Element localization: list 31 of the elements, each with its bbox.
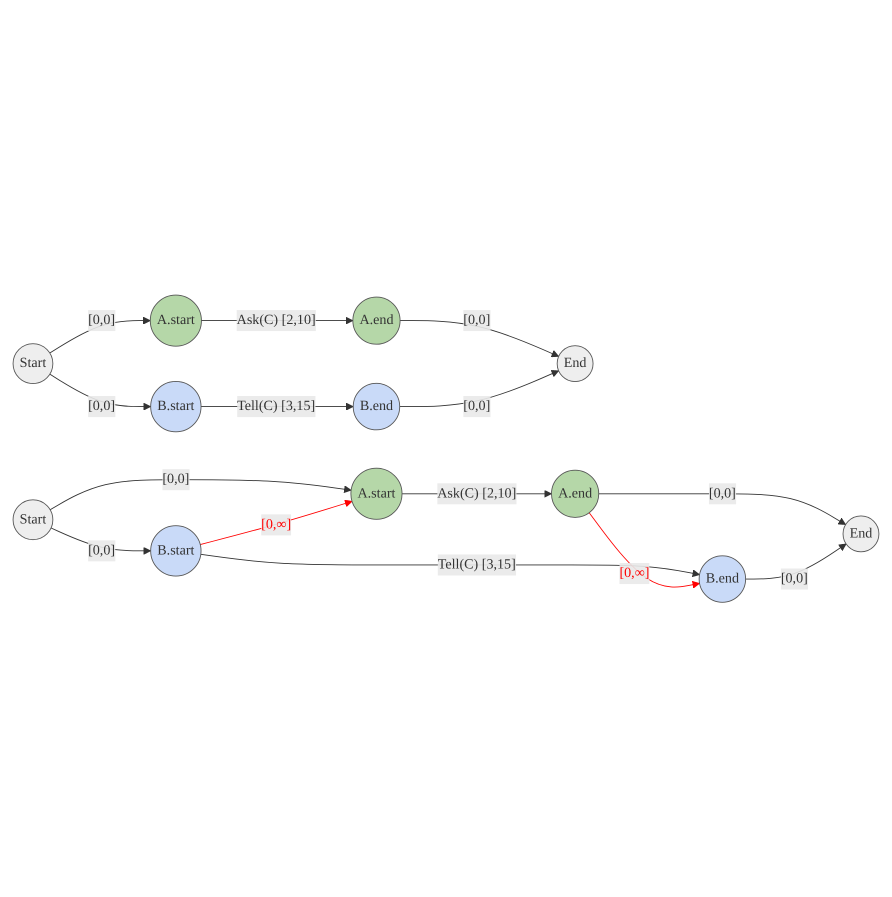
edge-label: [0,∞] bbox=[619, 566, 650, 580]
node-circle: B.start bbox=[150, 380, 202, 432]
arrow bbox=[200, 554, 700, 577]
arrow bbox=[588, 512, 700, 588]
edge-label: [0,∞] bbox=[261, 516, 292, 532]
edge-label: Ask(C) [2,10] bbox=[236, 312, 316, 328]
arrow bbox=[200, 500, 352, 545]
edge-label: Tell(C) [3,15] bbox=[438, 556, 516, 572]
edge-label: Tell(C) [3,15] bbox=[237, 398, 316, 414]
edge-label: [0,0] bbox=[162, 472, 190, 487]
edge-label: [0,0] bbox=[88, 312, 116, 328]
node-circle: End bbox=[842, 515, 880, 552]
edge-label: Ask(C) [2,10] bbox=[437, 486, 516, 501]
node-circle: B.end bbox=[698, 555, 746, 603]
node-circle: A.end bbox=[551, 470, 600, 518]
node-circle: Start bbox=[12, 343, 54, 384]
edge-label: [0,0] bbox=[88, 398, 116, 414]
edge-label: [0,0] bbox=[463, 398, 490, 414]
arrow bbox=[598, 493, 846, 525]
edge-label: [0,0] bbox=[708, 486, 736, 501]
node-circle: A.start bbox=[350, 468, 402, 520]
edge-label: [0,0] bbox=[88, 542, 116, 558]
edge-label: [0,0] bbox=[780, 570, 808, 586]
node-circle: A.start bbox=[150, 294, 202, 346]
node-circle: B.end bbox=[352, 382, 400, 430]
node-circle: Start bbox=[12, 499, 54, 540]
node-circle: A.end bbox=[352, 296, 401, 345]
arrow bbox=[50, 479, 352, 510]
edge-label: [0,0] bbox=[463, 312, 490, 328]
node-circle: End bbox=[556, 345, 594, 382]
node-circle: B.start bbox=[150, 525, 202, 576]
